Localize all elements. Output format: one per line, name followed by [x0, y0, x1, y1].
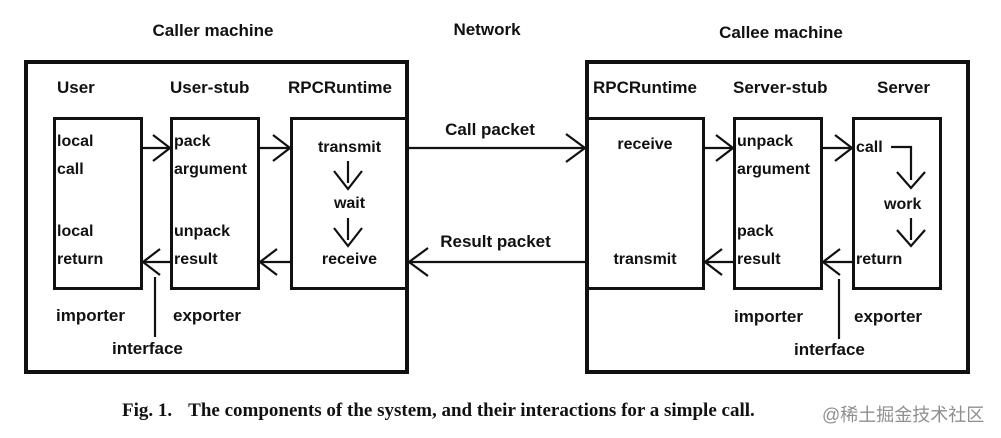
user-local-call-text: local call	[57, 133, 94, 178]
server-stub-unpack-argument-text: unpack argument	[737, 133, 810, 178]
callee-rpcruntime-title: RPCRuntime	[593, 78, 697, 97]
network-label: Network	[453, 20, 521, 39]
callee-rpc-receive-text: receive	[617, 136, 673, 153]
server-stub-box	[733, 117, 823, 290]
caller-importer-label: importer	[56, 306, 125, 325]
user-local-return-text: local return	[57, 223, 104, 268]
server-work-text: work	[884, 196, 922, 213]
callee-machine-label: Callee machine	[719, 23, 843, 42]
figure-caption-number: Fig. 1.	[122, 400, 173, 421]
caller-interface-label: interface	[112, 339, 183, 358]
caller-rpc-wait-text: wait	[333, 195, 366, 212]
caller-machine-label: Caller machine	[152, 21, 274, 40]
caller-user-title: User	[57, 78, 95, 97]
callee-exporter-label: exporter	[854, 307, 923, 326]
arrow-result-packet-head	[407, 247, 429, 277]
watermark: @稀土掘金技术社区	[822, 405, 985, 425]
caller-exporter-label: exporter	[173, 306, 242, 325]
arrow-call-packet-head	[565, 133, 587, 163]
user-stub-box	[170, 117, 260, 290]
caller-rpc-transmit-text: transmit	[317, 139, 382, 156]
caller-user-stub-title: User-stub	[170, 78, 250, 97]
caller-rpc-receive-text: receive	[321, 251, 378, 268]
server-call-text: call	[856, 139, 883, 156]
result-packet-label: Result packet	[440, 232, 551, 251]
callee-rpc-transmit-text: transmit	[613, 251, 677, 268]
user-box	[53, 117, 143, 290]
callee-importer-label: importer	[734, 307, 803, 326]
server-return-text: return	[856, 251, 903, 268]
figure-caption: Fig. 1. The components of the system, and…	[122, 400, 755, 422]
callee-rpcruntime-box	[585, 117, 705, 290]
user-stub-pack-argument-text: pack argument	[174, 133, 247, 178]
callee-server-title: Server	[877, 78, 930, 97]
server-box	[852, 117, 942, 290]
call-packet-label: Call packet	[445, 120, 535, 139]
callee-server-stub-title: Server-stub	[733, 78, 828, 97]
caller-rpcruntime-title: RPCRuntime	[288, 78, 392, 97]
user-stub-unpack-result-text: unpack result	[174, 223, 231, 268]
figure-caption-text: The components of the system, and their …	[188, 400, 755, 421]
callee-interface-label: interface	[794, 340, 865, 359]
caller-rpcruntime-box	[290, 117, 409, 290]
server-stub-pack-result-text: pack result	[737, 223, 781, 268]
